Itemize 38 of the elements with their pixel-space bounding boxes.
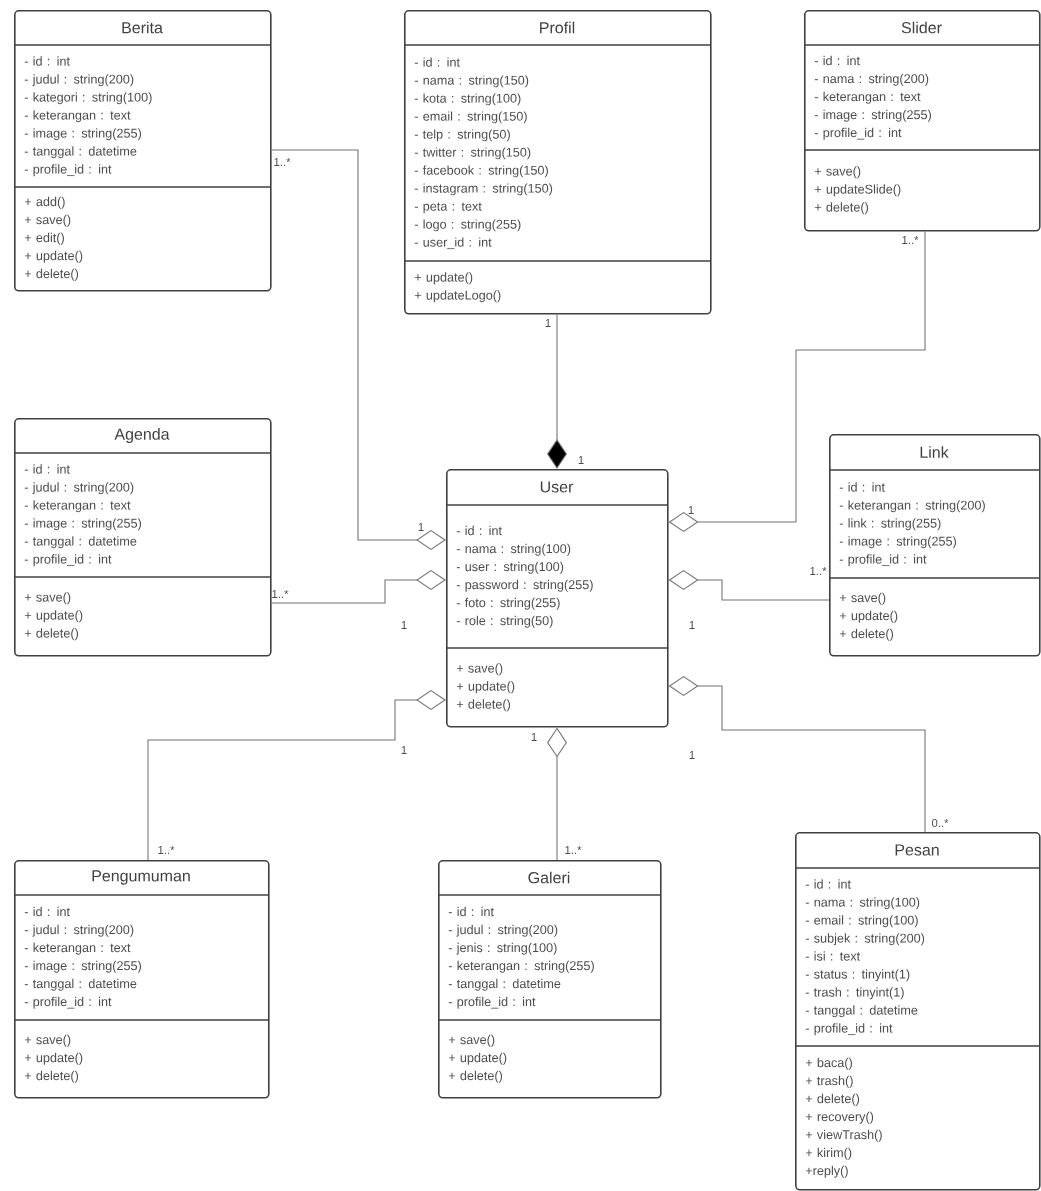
multiplicity: 1..* bbox=[810, 567, 827, 575]
multiplicity: 0..* bbox=[931, 819, 949, 827]
multiplicity: 1..* bbox=[565, 846, 582, 854]
attribute-list: - id : int - nama : string(100) - email : string(100) - subjek : string(200) - isi : text - status : tinyint(1) - trash : tinyint(1) - tanggal : datetime - profile_id : int bbox=[794, 867, 1040, 1036]
attribute-list: - id : int - judul : string(200) - jenis : string(100) - keterangan : string(255) - tanggal : datetime - profile_id : int bbox=[437, 894, 661, 1009]
attribute-list: - id : int - nama : string(100) - user : string(100) - password : string(255) - foto : string(255) - role : string(50) bbox=[445, 504, 668, 628]
aggregation-line bbox=[547, 314, 567, 469]
aggregation-line bbox=[147, 690, 446, 861]
method-list: + save() + update() + delete() bbox=[437, 1019, 661, 1083]
multiplicity: 1..* bbox=[272, 590, 289, 598]
multiplicity: 1..* bbox=[274, 158, 291, 166]
attribute-list: - id : int - judul : string(200) - kategori : string(100) - keterangan : text - image : string(255) - tanggal : datetime - profile_id : int bbox=[13, 44, 271, 177]
multiplicity: 1 bbox=[531, 733, 537, 741]
attribute-list: - id : int - judul : string(200) - keterangan : text - image : string(255) - tanggal : datetime - profile_id : int bbox=[13, 894, 269, 1009]
attribute-list: - id : int - keterangan : string(200) - link : string(255) - image : string(255) - profile_id : int bbox=[828, 469, 1040, 567]
attribute-list: - id : int - judul : string(200) - keterangan : text - image : string(255) - tanggal : datetime - profile_id : int bbox=[13, 452, 271, 567]
multiplicity: 1 bbox=[578, 456, 584, 464]
method-list: + save() + update() + delete() bbox=[828, 577, 1040, 641]
method-list: + add() + save() + edit() + update() + delete() bbox=[13, 186, 271, 281]
multiplicity: 1 bbox=[688, 506, 694, 514]
method-list: + save() + update() + delete() bbox=[445, 647, 668, 712]
multiplicity: 1 bbox=[418, 523, 424, 531]
multiplicity: 1..* bbox=[158, 846, 175, 854]
method-list: + save() + update() + delete() bbox=[13, 576, 271, 641]
method-list: + baca() + trash() + delete() + recovery() + viewTrash() + kirim() +reply() bbox=[794, 1045, 1040, 1178]
attribute-list: - id : int - nama : string(200) - keterangan : text - image : string(255) - profile_id : int bbox=[803, 44, 1040, 140]
multiplicity: 1 bbox=[545, 319, 551, 327]
aggregation-line bbox=[271, 570, 446, 604]
multiplicity: 1 bbox=[401, 746, 407, 754]
attribute-list: - id : int - nama : string(150) - kota : string(100) - email : string(150) - telp : string(50) - twitter : string(150) - facebook : string(150) - instagram : string(150) - peta : text - logo : string(255) - user_id : int bbox=[403, 44, 711, 250]
method-list: + save() + updateSlide() + delete() bbox=[803, 149, 1040, 215]
multiplicity: 1 bbox=[689, 751, 695, 759]
multiplicity: 1 bbox=[401, 621, 407, 629]
aggregation-line bbox=[271, 149, 446, 550]
multiplicity: 1 bbox=[689, 621, 695, 629]
method-list: + save() + update() + delete() bbox=[13, 1019, 269, 1083]
multiplicity: 1..* bbox=[902, 236, 919, 244]
method-list: + update() + updateLogo() bbox=[403, 260, 711, 303]
